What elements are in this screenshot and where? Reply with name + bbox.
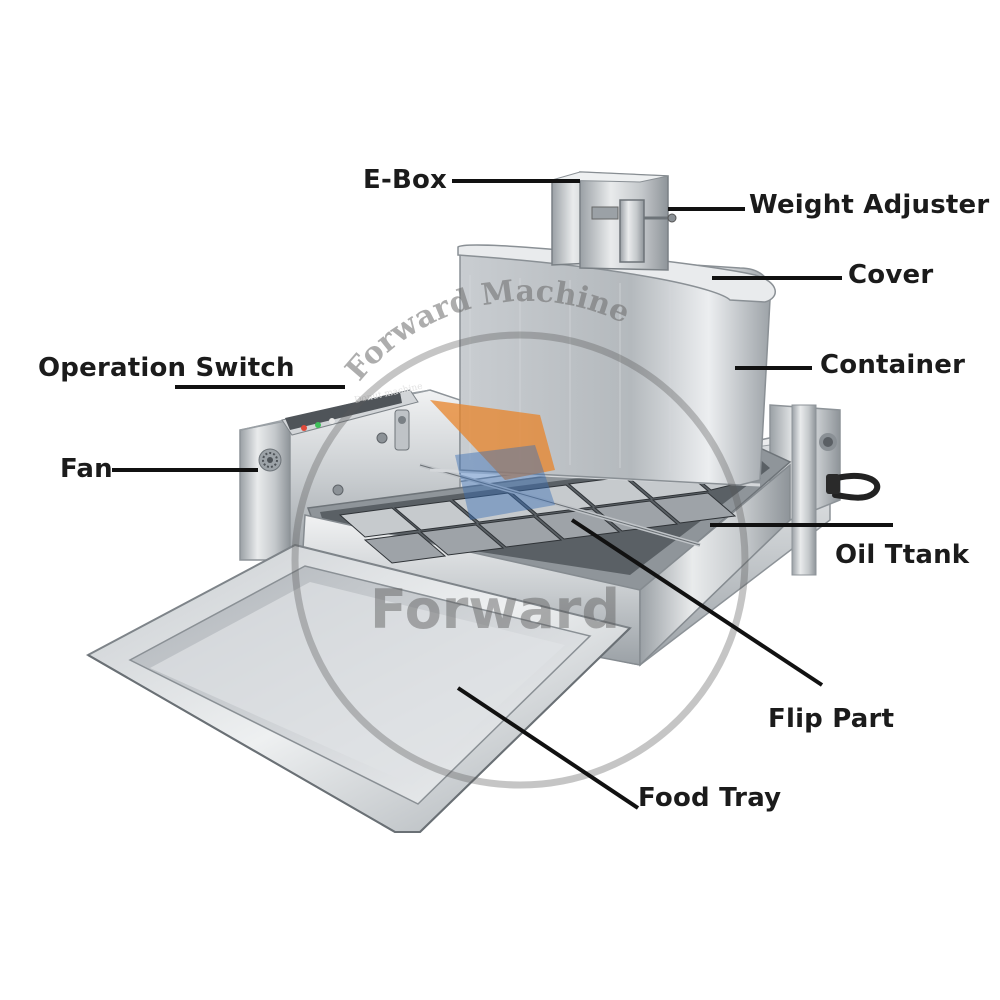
leader-flip-part: [570, 518, 824, 687]
leader-lines: [112, 179, 893, 810]
label-cover: Cover: [848, 260, 934, 290]
label-fan: Fan: [60, 454, 113, 484]
leader-food-tray: [456, 686, 640, 810]
weight-adjuster: [619, 199, 677, 263]
label-container: Container: [820, 350, 966, 380]
e-box: [551, 171, 669, 271]
food-tray: [85, 543, 632, 833]
label-weight-adjuster: Weight Adjuster: [749, 190, 990, 220]
label-operation-switch: Operation Switch: [38, 353, 295, 383]
label-food-tray: Food Tray: [638, 783, 782, 813]
label-flip-part: Flip Part: [768, 704, 895, 734]
label-oil-tank: Oil Ttank: [835, 540, 970, 570]
fan-grille-icon: [258, 448, 282, 472]
watermark-center-text: Forward: [370, 578, 620, 641]
flip-part: [338, 460, 762, 564]
label-e-box: E-Box: [363, 165, 448, 195]
